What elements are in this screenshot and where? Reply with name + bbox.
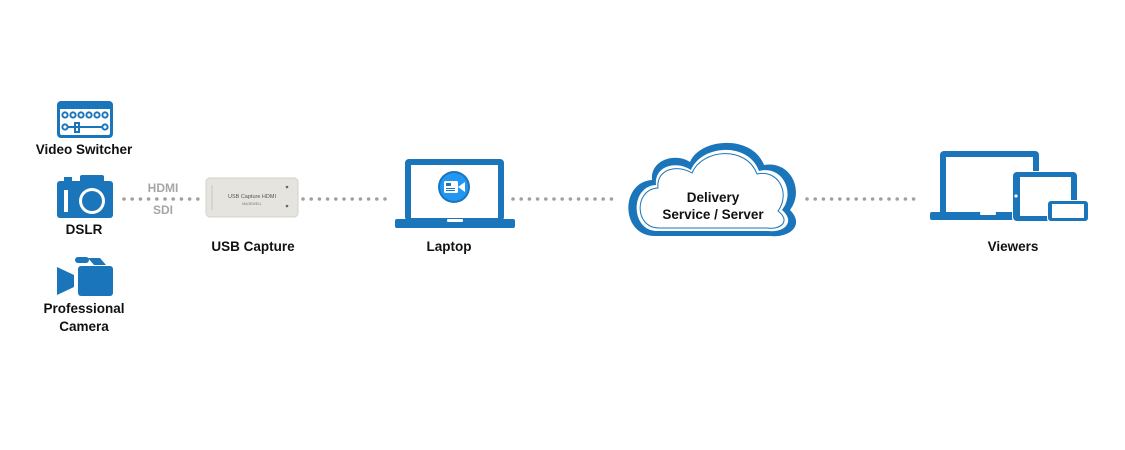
connector-dot bbox=[552, 197, 556, 201]
connector-dot bbox=[383, 197, 387, 201]
connector-dot bbox=[576, 197, 581, 201]
laptop-icon bbox=[395, 159, 515, 228]
connector-dot bbox=[560, 197, 564, 201]
source-label-dslr: DSLR bbox=[65, 222, 103, 237]
label-line: Professional bbox=[43, 301, 125, 316]
label-line: Delivery bbox=[686, 190, 740, 205]
devices-icon bbox=[930, 151, 1089, 222]
connector-dot bbox=[813, 197, 817, 201]
connector-dot bbox=[838, 197, 842, 201]
connector-dot bbox=[130, 197, 134, 201]
usb-capture-device: USB Capture HDMI MAGEWELL bbox=[205, 177, 299, 218]
svg-text:MAGEWELL: MAGEWELL bbox=[242, 202, 262, 206]
connector-dot bbox=[903, 197, 908, 201]
connector-dot bbox=[895, 197, 899, 201]
connector-dot bbox=[601, 197, 605, 201]
connector-dot bbox=[358, 197, 363, 201]
connector-lines bbox=[122, 197, 916, 201]
connector-dot bbox=[375, 197, 379, 201]
label-line: Camera bbox=[59, 319, 109, 334]
video-camera-icon bbox=[57, 257, 113, 296]
connector-dot bbox=[511, 197, 515, 201]
connector-dot bbox=[187, 197, 192, 201]
connector-dot bbox=[122, 197, 126, 201]
connector-dot bbox=[568, 197, 573, 201]
cloud-icon bbox=[628, 142, 797, 237]
connector-dot bbox=[846, 197, 850, 201]
viewers-label: Viewers bbox=[987, 239, 1039, 254]
source-label-video-switcher: Video Switcher bbox=[35, 142, 133, 157]
connector-dot bbox=[870, 197, 875, 201]
connector-dot bbox=[535, 197, 540, 201]
cloud-label: Delivery Service / Server bbox=[662, 189, 763, 223]
connector-dot bbox=[138, 197, 143, 201]
svg-text:USB Capture HDMI: USB Capture HDMI bbox=[228, 194, 276, 200]
connector-dot bbox=[585, 197, 589, 201]
connector-dot bbox=[325, 197, 330, 201]
connector-dot bbox=[911, 197, 916, 201]
connector-dot bbox=[879, 197, 883, 201]
connector-dot bbox=[805, 197, 809, 201]
connector-dot bbox=[301, 197, 305, 201]
signal-label-hdmi: HDMI bbox=[147, 181, 179, 195]
camera-icon bbox=[57, 175, 113, 218]
connector-dot bbox=[146, 197, 151, 201]
connector-dot bbox=[544, 197, 548, 201]
connector-dot bbox=[593, 197, 597, 201]
video-switcher-icon bbox=[57, 101, 113, 138]
connector-dot bbox=[171, 197, 175, 201]
connector-dot bbox=[309, 197, 314, 201]
laptop-label: Laptop bbox=[426, 239, 472, 254]
source-label-professional-camera: Professional Camera bbox=[43, 300, 124, 336]
connector-dot bbox=[350, 197, 355, 201]
signal-label-sdi: SDI bbox=[152, 203, 174, 217]
connector-dot bbox=[196, 197, 200, 201]
connector-dot bbox=[366, 197, 371, 201]
connector-dot bbox=[829, 197, 834, 201]
connector-dot bbox=[854, 197, 858, 201]
connector-dot bbox=[179, 197, 184, 201]
connector-dot bbox=[334, 197, 338, 201]
connector-dot bbox=[821, 197, 826, 201]
label-line: Service / Server bbox=[662, 207, 764, 222]
connector-dot bbox=[609, 197, 614, 201]
connector-dot bbox=[155, 197, 159, 201]
connector-dot bbox=[862, 197, 867, 201]
connector-dot bbox=[342, 197, 346, 201]
connector-dot bbox=[317, 197, 322, 201]
connector-dot bbox=[887, 197, 891, 201]
usb-capture-label: USB Capture bbox=[211, 239, 295, 254]
connector-dot bbox=[163, 197, 167, 201]
connector-dot bbox=[519, 197, 523, 201]
connector-dot bbox=[527, 197, 532, 201]
